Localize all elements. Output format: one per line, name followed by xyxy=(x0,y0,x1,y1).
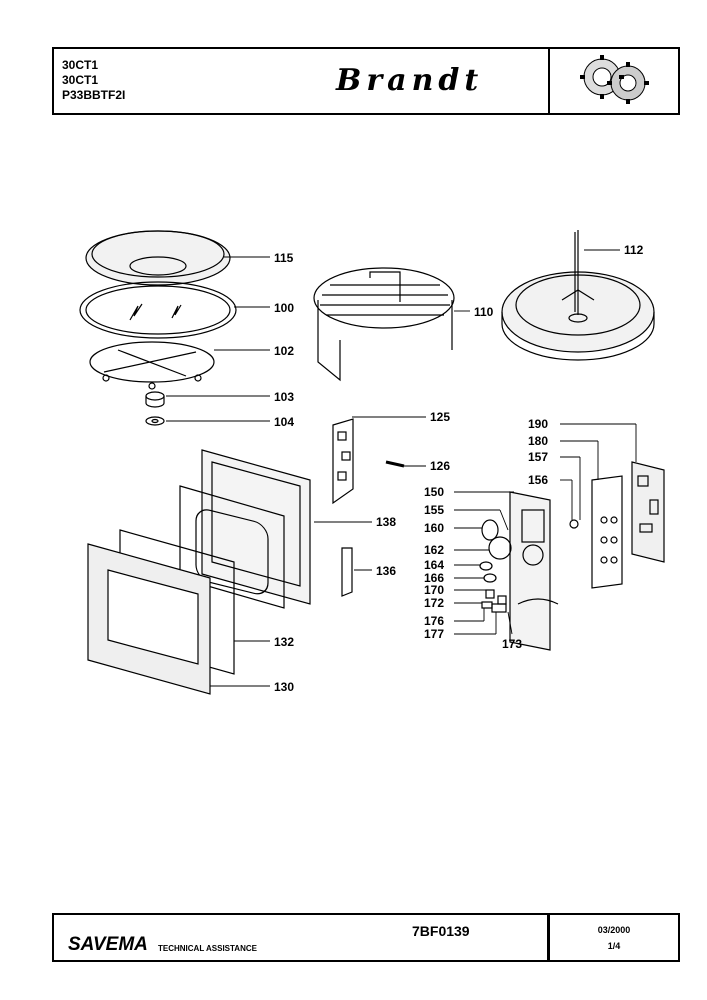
date-page-box: 03/2000 1/4 xyxy=(547,915,678,960)
label-112: 112 xyxy=(624,243,644,257)
label-102: 102 xyxy=(274,344,294,358)
part-112-rotisserie-dish-drawing xyxy=(501,230,655,361)
part-126-fuse-drawing xyxy=(385,460,405,468)
label-110: 110 xyxy=(474,305,494,319)
label-160: 160 xyxy=(424,521,444,535)
label-132: 132 xyxy=(274,635,294,649)
header-block: 30CT1 30CT1 P33BBTF2I Brandt xyxy=(52,47,680,115)
part-150-control-panel-drawing xyxy=(509,491,559,651)
logo-box xyxy=(548,49,678,113)
part-180-keypad-membrane-drawing xyxy=(591,475,623,589)
label-138: 138 xyxy=(376,515,396,529)
label-104: 104 xyxy=(274,415,294,429)
label-100: 100 xyxy=(274,301,294,315)
company-subtitle: TECHNICAL ASSISTANCE xyxy=(158,944,257,953)
label-130: 130 xyxy=(274,680,294,694)
model-2: 30CT1 xyxy=(62,73,99,87)
document-reference: 7BF0139 xyxy=(412,923,470,939)
label-166: 166 xyxy=(424,571,444,585)
company-name: SAVEMA xyxy=(68,934,148,955)
label-155: 155 xyxy=(424,503,444,517)
label-150: 150 xyxy=(424,485,444,499)
part-104-washer-drawing xyxy=(145,416,165,426)
label-125: 125 xyxy=(430,410,450,424)
label-177: 177 xyxy=(424,627,444,641)
part-110-grill-rack-drawing xyxy=(313,267,455,382)
label-180: 180 xyxy=(528,434,548,448)
label-176: 176 xyxy=(424,614,444,628)
part-138-door-frame-drawing xyxy=(201,449,311,605)
leader-lines xyxy=(166,249,637,687)
label-115: 115 xyxy=(274,251,294,265)
label-162: 162 xyxy=(424,543,444,557)
model-1: 30CT1 xyxy=(62,58,99,72)
part-102-roller-ring-drawing xyxy=(89,341,215,390)
label-126: 126 xyxy=(430,459,450,473)
label-173: 173 xyxy=(502,637,522,651)
label-164: 164 xyxy=(424,558,444,572)
part-130-door-front-drawing xyxy=(87,543,211,695)
label-136: 136 xyxy=(376,564,396,578)
label-103: 103 xyxy=(274,390,294,404)
gears-logo-icon xyxy=(580,55,649,104)
document-date: 03/2000 xyxy=(597,925,631,935)
part-156-screw-drawing xyxy=(569,519,579,529)
model-3: P33BBTF2I xyxy=(62,88,126,102)
label-157: 157 xyxy=(528,450,548,464)
label-172: 172 xyxy=(424,596,444,610)
part-125-control-board-drawing xyxy=(332,418,354,505)
brand-logo-text: Brandt xyxy=(336,63,484,98)
part-100-plate-drawing xyxy=(79,281,237,339)
part-190-pcb-drawing xyxy=(631,461,665,563)
model-list: 30CT1 30CT1 P33BBTF2I xyxy=(62,58,125,103)
part-103-coupler-drawing xyxy=(145,391,165,408)
footer-block: SAVEMA TECHNICAL ASSISTANCE 7BF0139 03/2… xyxy=(52,913,680,962)
part-labels: 115 100 102 103 104 110 112 125 126 138 … xyxy=(274,243,644,694)
part-115-tray-drawing xyxy=(85,230,231,286)
page-number: 1/4 xyxy=(607,941,621,951)
label-170: 170 xyxy=(424,583,444,597)
label-156: 156 xyxy=(528,473,548,487)
label-190: 190 xyxy=(528,417,548,431)
control-knobs-drawing xyxy=(479,519,512,613)
part-136-latch-drawing xyxy=(341,547,353,597)
